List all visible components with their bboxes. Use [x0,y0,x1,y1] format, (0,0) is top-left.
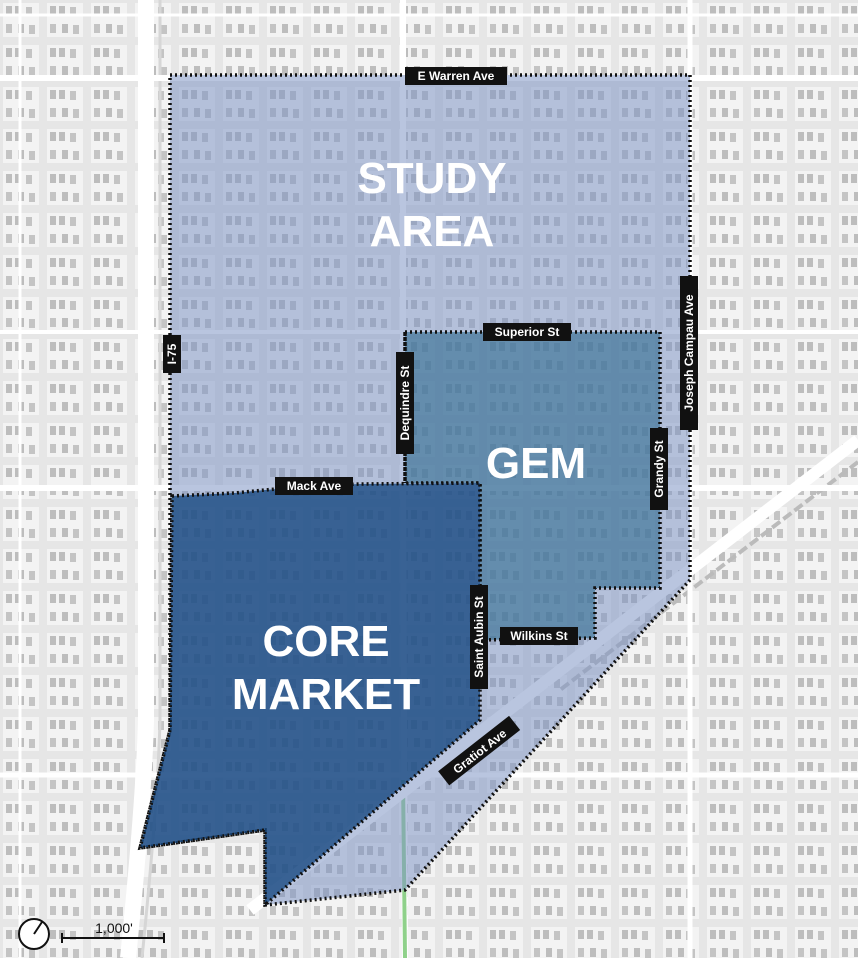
svg-text:Wilkins St: Wilkins St [510,629,567,643]
street-label-wilkins: Wilkins St [500,627,578,645]
core-market-label-line2: MARKET [232,670,420,719]
street-label-superior: Superior St [483,323,571,341]
street-label-e-warren: E Warren Ave [405,67,507,85]
svg-text:Mack Ave: Mack Ave [287,479,342,493]
scale-bar-label: 1,000' [95,920,133,936]
street-label-mack: Mack Ave [275,477,353,495]
svg-text:Joseph Campau Ave: Joseph Campau Ave [682,294,696,411]
svg-text:Grandy St: Grandy St [652,440,666,497]
street-label-grandy: Grandy St [650,428,668,510]
street-label-dequindre: Dequindre St [396,352,414,454]
core-market-zone[interactable] [137,481,482,909]
street-label-joseph-campau: Joseph Campau Ave [680,276,698,430]
scale-bar: 1,000' [61,920,165,943]
svg-text:Saint Aubin St: Saint Aubin St [472,596,486,678]
svg-text:Dequindre St: Dequindre St [398,366,412,441]
i75-freeway [120,0,154,958]
study-area-label-line2: AREA [370,207,495,256]
study-area-label-line1: STUDY [357,154,506,203]
svg-text:E Warren Ave: E Warren Ave [418,69,495,83]
north-arrow-icon [18,918,50,950]
street-label-i75: I-75 [163,335,181,373]
zones [137,73,692,909]
gem-label: GEM [486,439,586,488]
svg-text:I-75: I-75 [165,343,179,364]
svg-text:Superior St: Superior St [495,325,560,339]
core-market-label-line1: CORE [262,617,389,666]
street-label-saint-aubin: Saint Aubin St [470,585,488,689]
gem-zone[interactable] [403,330,662,642]
